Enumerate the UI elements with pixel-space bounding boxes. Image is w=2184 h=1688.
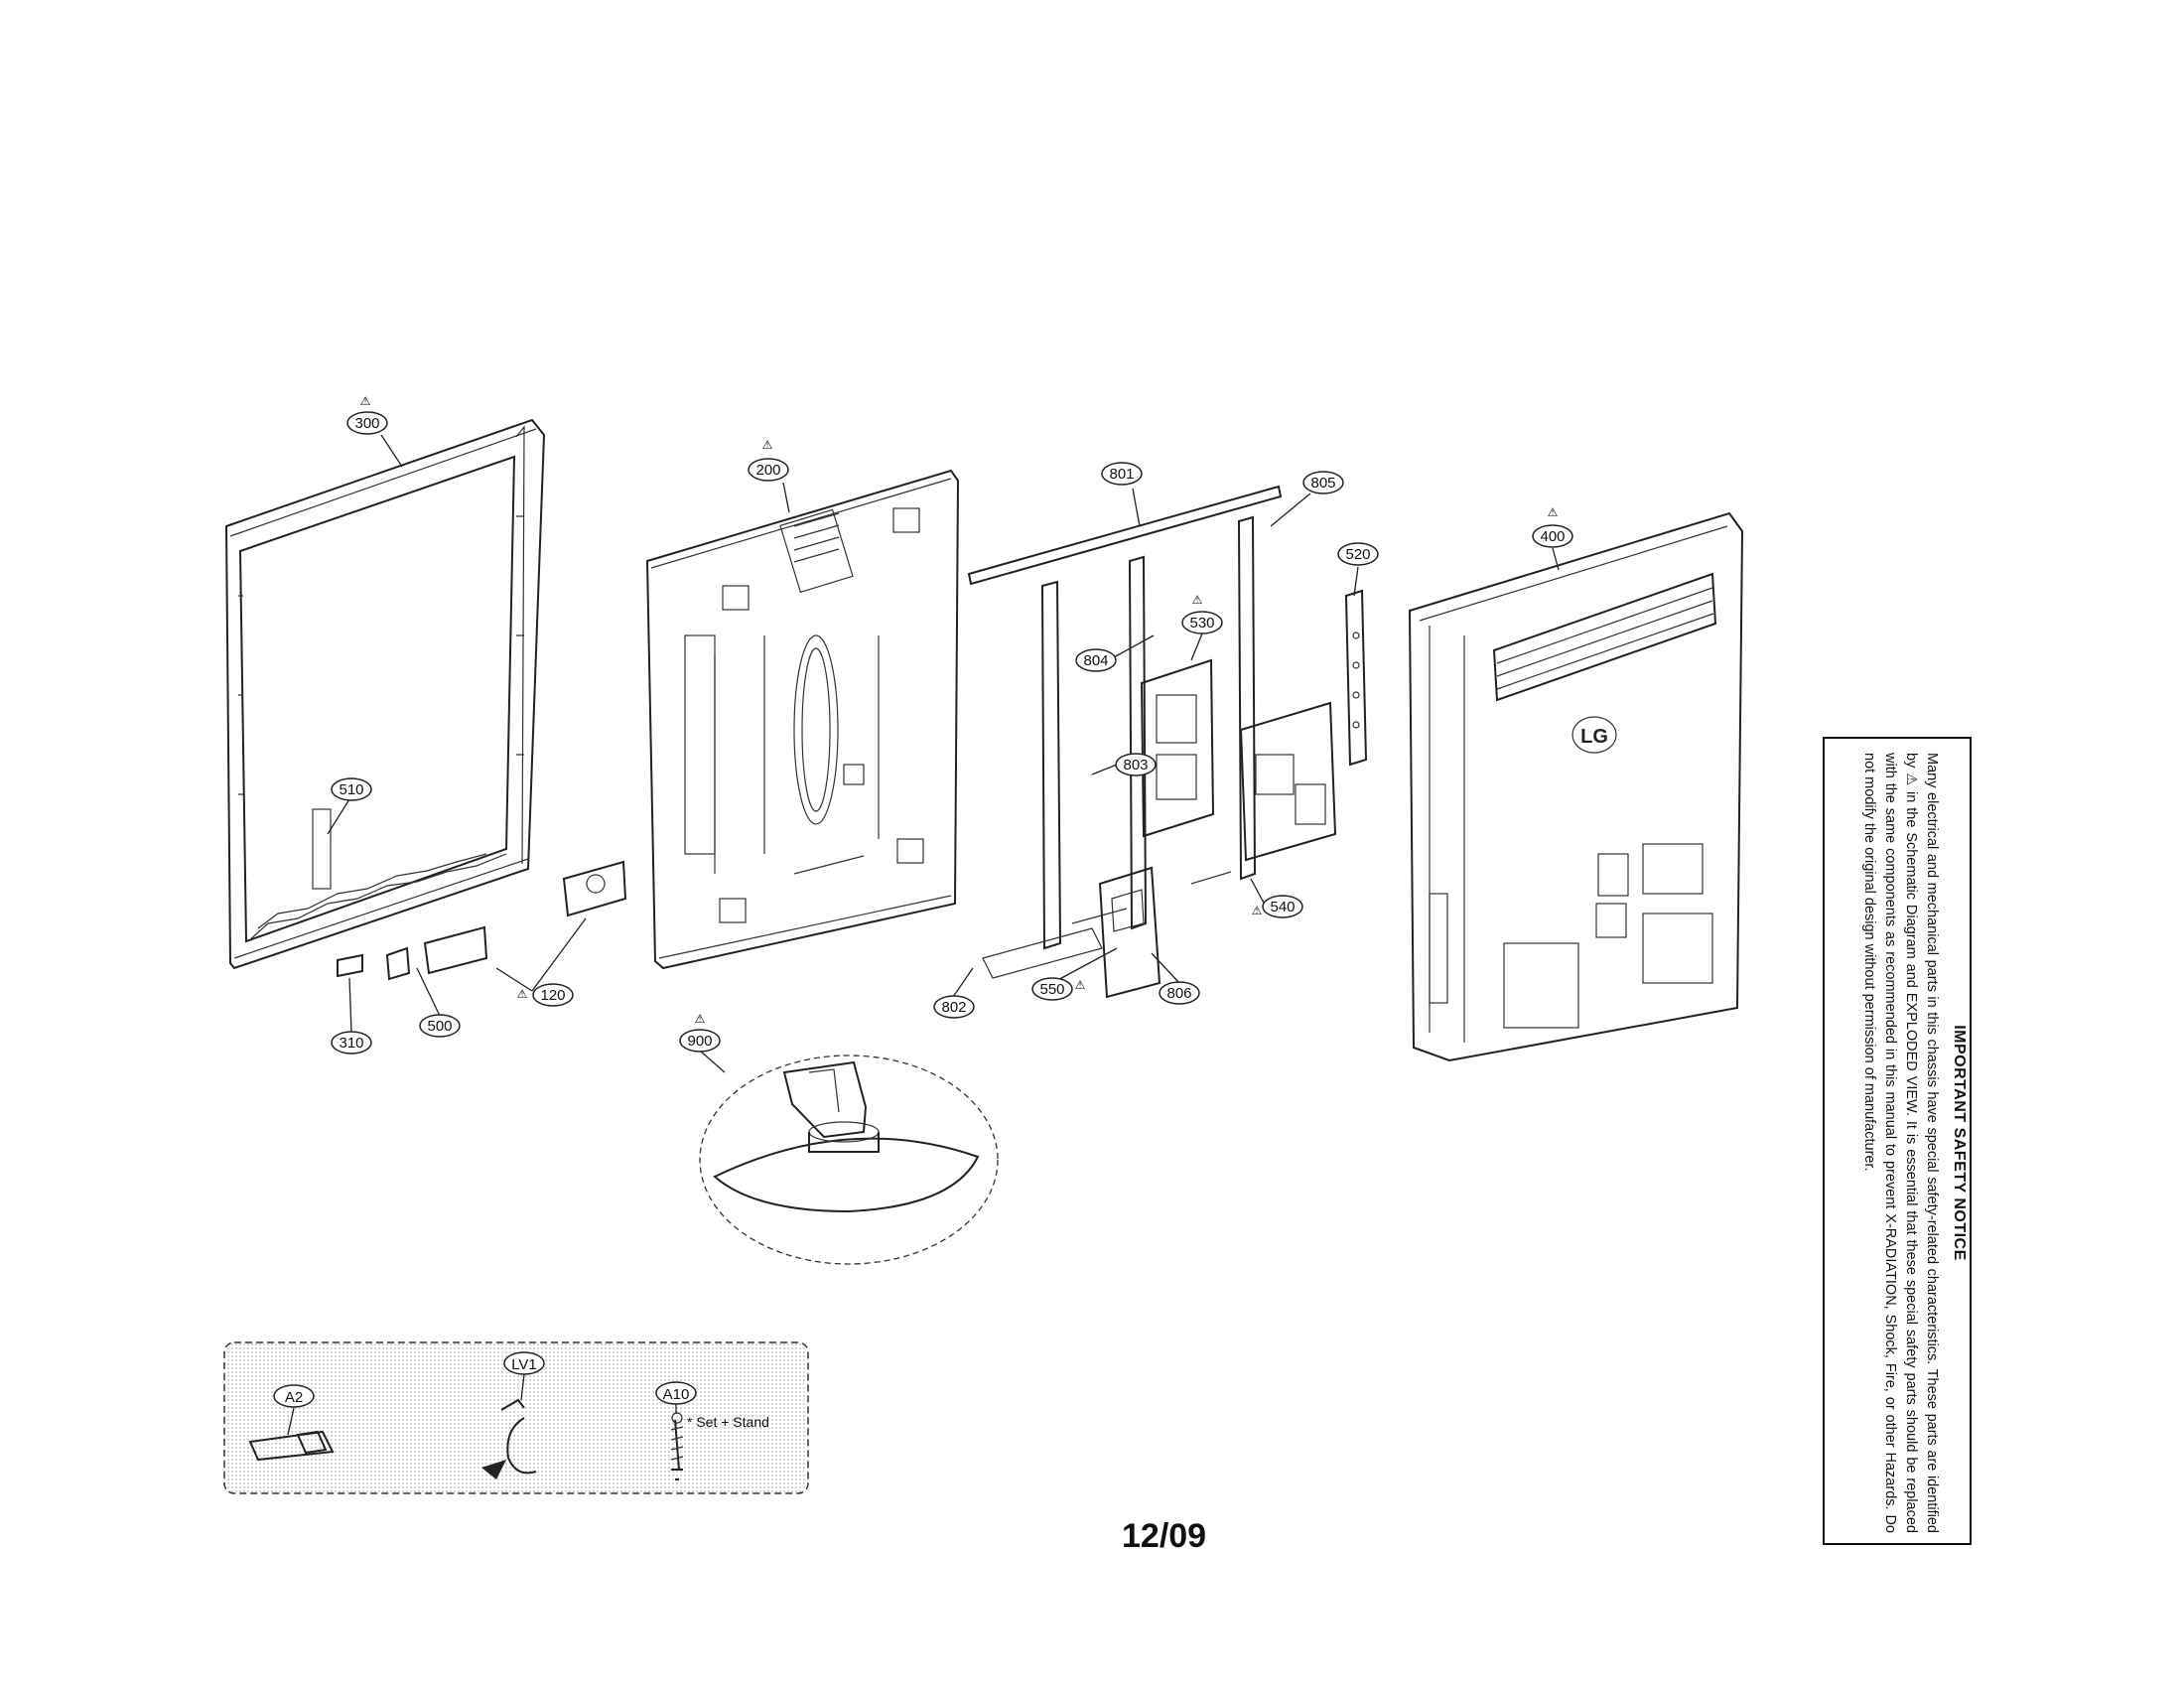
part-callout-801: 801 (1101, 462, 1143, 486)
front-bezel-part (224, 418, 546, 970)
part-callout-802: 802 (933, 995, 975, 1019)
part-callout-a10: A10 (655, 1381, 697, 1405)
part-callout-310: 310 (331, 1031, 372, 1055)
part-label-a10: A10 (663, 1386, 690, 1403)
part-callout-300: 300 (346, 411, 388, 435)
safety-mark-300: ⚠ (360, 394, 371, 408)
part-label-a2: A2 (285, 1389, 303, 1406)
part-label-802: 802 (941, 999, 966, 1016)
part-label-120: 120 (540, 987, 565, 1004)
part-label-500: 500 (427, 1018, 452, 1035)
safety-mark-540: ⚠ (1252, 904, 1263, 917)
safety-mark-200: ⚠ (762, 438, 773, 452)
small-front-parts (337, 860, 627, 981)
lg-logo: LG (1580, 726, 1608, 748)
safety-notice-content: IMPORTANT SAFETY NOTICE Many electrical … (1825, 739, 1974, 1547)
part-callout-540: 540 (1262, 895, 1303, 918)
part-label-805: 805 (1310, 475, 1335, 492)
part-label-530: 530 (1189, 615, 1214, 632)
accessory-note-text: * Set + Stand (687, 1414, 769, 1430)
part-callout-400: 400 (1532, 524, 1573, 548)
part-label-200: 200 (755, 462, 780, 479)
safety-mark-400: ⚠ (1548, 505, 1559, 519)
part-label-801: 801 (1109, 466, 1134, 483)
part-callout-806: 806 (1159, 981, 1200, 1005)
part-label-510: 510 (339, 781, 363, 798)
part-callout-lv1: LV1 (503, 1351, 545, 1375)
safety-notice-title: IMPORTANT SAFETY NOTICE (1951, 1025, 1968, 1261)
part-callout-803: 803 (1115, 753, 1157, 776)
back-cover-part: LG (1408, 511, 1744, 1062)
part-label-550: 550 (1039, 981, 1064, 998)
leader-lines (287, 434, 1560, 1436)
part-callout-530: 530 (1181, 611, 1223, 634)
part-label-806: 806 (1166, 985, 1191, 1002)
part-callout-805: 805 (1302, 471, 1344, 494)
side-key-board-part (1344, 589, 1368, 767)
safety-mark-550: ⚠ (1075, 978, 1086, 992)
stand-assembly-part (699, 1055, 999, 1265)
part-label-300: 300 (354, 415, 379, 432)
part-label-900: 900 (687, 1033, 712, 1050)
part-callout-200: 200 (748, 458, 789, 482)
safety-mark-900: ⚠ (695, 1012, 706, 1026)
safety-mark-530: ⚠ (1192, 593, 1203, 607)
part-callout-120: 120 (532, 983, 574, 1007)
safety-notice-box: IMPORTANT SAFETY NOTICE Many electrical … (1823, 737, 1972, 1545)
lcd-module-part (645, 469, 960, 970)
part-callout-510: 510 (331, 777, 372, 801)
part-label-310: 310 (339, 1035, 363, 1052)
part-callout-500: 500 (419, 1014, 461, 1038)
safety-notice-body: Many electrical and mechanical parts in … (1861, 753, 1940, 1533)
part-label-540: 540 (1270, 899, 1295, 915)
part-callout-900: 900 (679, 1029, 721, 1053)
part-callout-804: 804 (1075, 648, 1117, 672)
part-label-lv1: LV1 (511, 1356, 537, 1373)
part-callout-550: 550 (1031, 977, 1073, 1001)
part-label-803: 803 (1123, 757, 1148, 774)
page-number: 12/09 (1122, 1517, 1207, 1555)
part-label-804: 804 (1083, 652, 1108, 669)
part-callout-a2: A2 (273, 1384, 315, 1408)
main-bracket-assembly (967, 485, 1337, 999)
safety-marks: ⚠ ⚠ ⚠ ⚠ ⚠ ⚠ ⚠ ⚠ (360, 394, 1559, 1026)
part-callout-520: 520 (1337, 542, 1379, 566)
part-label-400: 400 (1540, 528, 1565, 545)
safety-mark-120: ⚠ (517, 987, 528, 1001)
part-label-520: 520 (1345, 546, 1370, 563)
accessory-panel: * Set + Stand (223, 1341, 809, 1494)
